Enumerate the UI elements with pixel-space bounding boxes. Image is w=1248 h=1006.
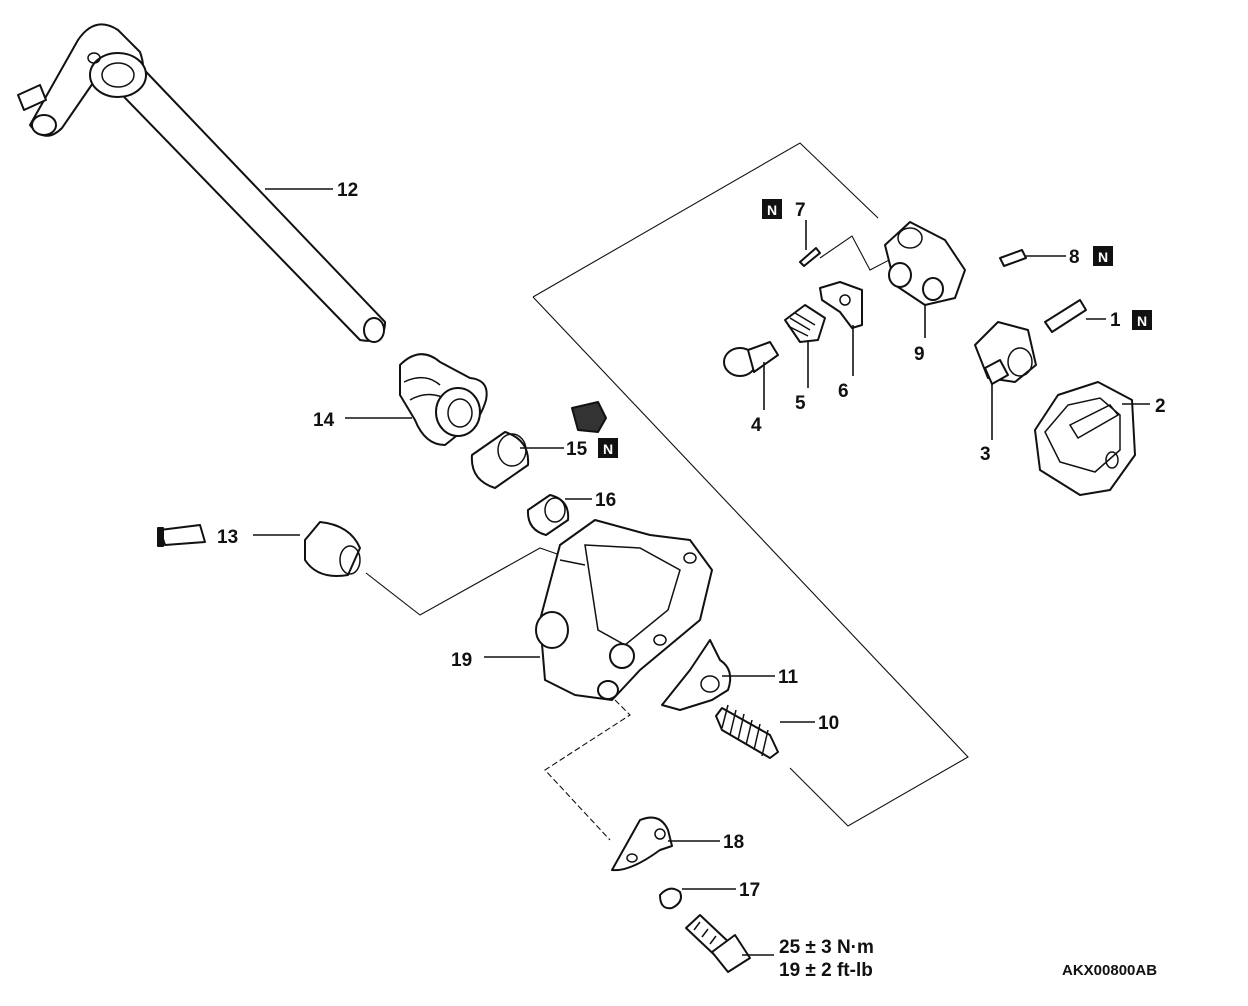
- plate-part-11: [661, 639, 732, 711]
- cam-part-3: [974, 321, 1037, 385]
- circlip-part-17: [659, 887, 682, 910]
- callout-11: 11: [778, 667, 799, 688]
- lock-plate-part-18: [611, 816, 673, 872]
- key-part-1: [1044, 299, 1087, 333]
- leader-lines: [253, 188, 1150, 956]
- assembly-frame-lines: [365, 142, 969, 841]
- svg-text:N: N: [1137, 313, 1147, 329]
- figure-code: AKX00800AB: [1062, 962, 1157, 979]
- callout-12: 12: [337, 180, 358, 201]
- torque-bolt: [685, 914, 751, 973]
- callout-4: 4: [751, 415, 762, 436]
- svg-text:N: N: [1098, 249, 1108, 265]
- housing-part-19: [535, 519, 713, 701]
- callout-17: 17: [739, 880, 760, 901]
- new-part-badges: N N N N: [598, 199, 1152, 458]
- spring-part-10: [715, 704, 779, 759]
- new-part-badge-1: N: [1132, 310, 1152, 330]
- callout-8: 8: [1069, 247, 1080, 268]
- callout-18: 18: [723, 832, 744, 853]
- new-part-badge-15: N: [598, 438, 618, 458]
- callout-19: 19: [451, 650, 472, 671]
- new-part-badge-8: N: [1093, 246, 1113, 266]
- shift-shaft-part-12: [17, 23, 386, 343]
- svg-text:N: N: [767, 202, 777, 218]
- torque-imperial: 19 ± 2 ft-lb: [779, 960, 873, 981]
- callout-1: 1: [1110, 310, 1121, 331]
- spring-part-5: [784, 304, 826, 343]
- lever-part-6: [819, 281, 863, 329]
- callout-2: 2: [1155, 396, 1166, 417]
- callout-14: 14: [313, 410, 335, 431]
- pin-part-7: [799, 247, 821, 267]
- callout-5: 5: [795, 393, 806, 414]
- callout-16: 16: [595, 490, 616, 511]
- pin-part-8: [999, 249, 1027, 267]
- torque-spec: 25 ± 3 N·m 19 ± 2 ft-lb: [779, 937, 874, 981]
- seal-part-15: [470, 401, 607, 489]
- callout-9: 9: [914, 344, 925, 365]
- guide-block-part-2: [1034, 381, 1136, 496]
- bushing-part-13: [304, 521, 361, 577]
- bushing-part-16: [526, 494, 570, 536]
- callout-10: 10: [818, 713, 839, 734]
- holder-part-9: [884, 221, 966, 306]
- callout-13: 13: [217, 527, 238, 548]
- callout-7: 7: [795, 200, 806, 221]
- svg-text:N: N: [603, 441, 613, 457]
- callout-6: 6: [838, 381, 849, 402]
- new-part-badge-7: N: [762, 199, 782, 219]
- bolt-part-13: [157, 524, 206, 547]
- pin-part-4: [723, 341, 779, 377]
- callout-labels: 12 14 15 16 13 19 11 10 18 17 7 8 1 9 2 …: [217, 180, 1166, 901]
- torque-metric: 25 ± 3 N·m: [779, 937, 874, 958]
- callout-3: 3: [980, 444, 991, 465]
- callout-15: 15: [566, 439, 588, 460]
- boot-part-14: [399, 353, 488, 446]
